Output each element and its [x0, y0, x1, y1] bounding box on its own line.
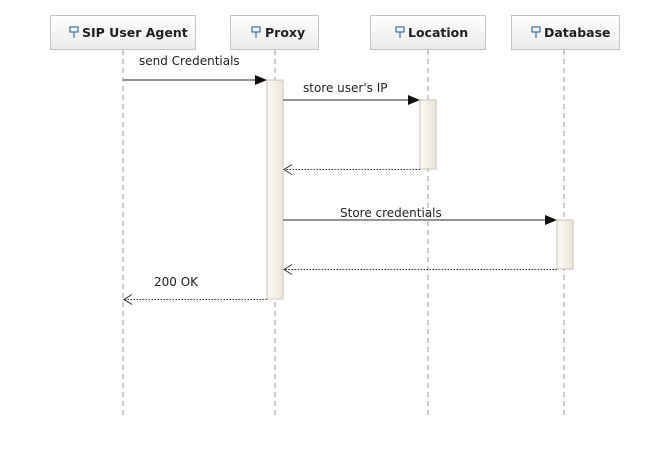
arrowhead-open [283, 164, 293, 175]
message-label: store user's IP [303, 81, 387, 95]
return-location-to-proxy[interactable] [283, 164, 420, 175]
return-200-ok[interactable]: 200 OK [123, 275, 267, 305]
participant-label: Database [544, 25, 611, 40]
lifelines [122, 50, 565, 415]
participant-sip-user-agent[interactable]: SIP User Agent [50, 15, 196, 50]
plug-icon [69, 26, 79, 38]
activation-proxy [266, 79, 284, 300]
message-send-credentials[interactable]: send Credentials [123, 54, 267, 85]
participant-database[interactable]: Database [511, 15, 620, 50]
arrowhead-filled [545, 215, 557, 225]
arrowhead-filled [255, 75, 267, 85]
participant-location[interactable]: Location [370, 15, 486, 50]
participant-label: Proxy [265, 25, 305, 40]
message-store-users-ip[interactable]: store user's IP [283, 81, 420, 105]
participant-label: Location [408, 25, 468, 40]
message-label: send Credentials [139, 54, 240, 68]
plug-icon [395, 26, 405, 38]
plug-icon [531, 26, 541, 38]
arrowhead-open [123, 294, 133, 305]
activation-location [419, 99, 437, 170]
return-database-to-proxy[interactable] [283, 264, 557, 275]
message-label: 200 OK [154, 275, 199, 289]
participant-label: SIP User Agent [82, 25, 188, 40]
participant-proxy[interactable]: Proxy [230, 15, 319, 50]
plug-icon [251, 26, 261, 38]
message-label: Store credentials [340, 206, 442, 220]
message-store-credentials[interactable]: Store credentials [283, 206, 557, 225]
arrowhead-filled [408, 95, 420, 105]
activations [266, 79, 574, 300]
activation-database [556, 219, 574, 270]
arrowhead-open [283, 264, 293, 275]
